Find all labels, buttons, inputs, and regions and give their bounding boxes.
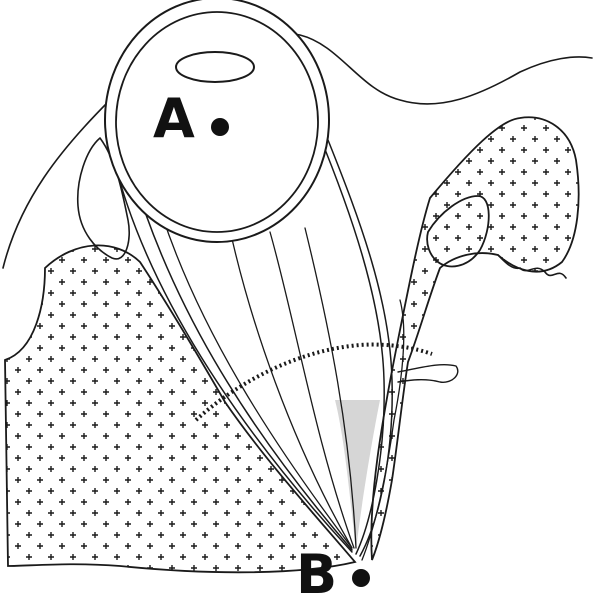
point-b-dot	[352, 569, 370, 587]
label-a: A	[153, 92, 195, 146]
label-b: B	[296, 548, 337, 602]
right-orbital-bone	[371, 117, 578, 560]
point-a-dot	[211, 118, 229, 136]
